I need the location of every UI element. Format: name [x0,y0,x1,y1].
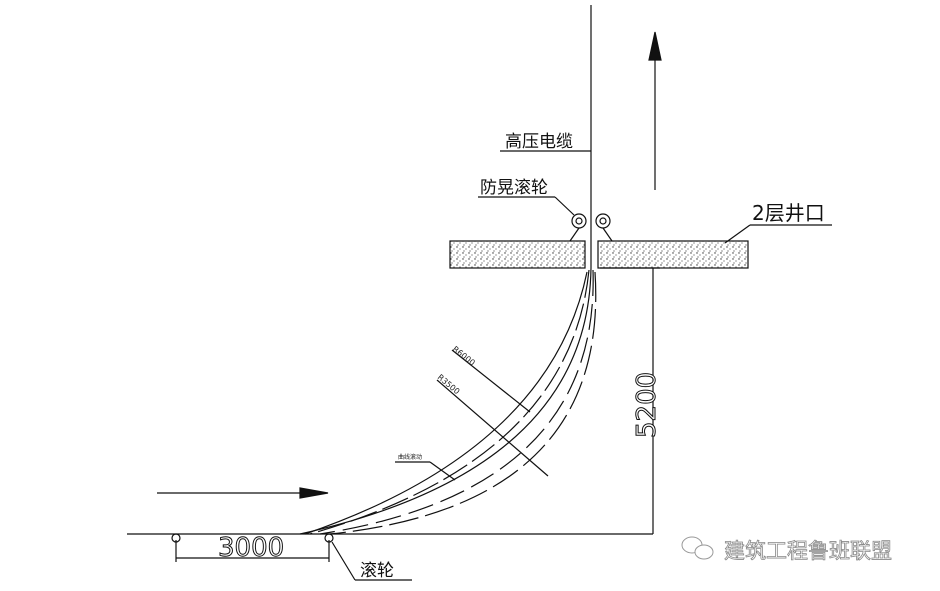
wechat-logo-icon [681,536,714,560]
roller-icon [171,533,181,543]
height-dimension: 5200 [632,372,662,438]
radius-inner-label: R3500 [436,373,462,397]
slab-left [449,240,586,269]
roller-icon [595,213,611,229]
slab-right [597,240,749,269]
anti-sway-roller-label: 防晃滚轮 [480,178,548,198]
roller-label: 滚轮 [360,561,394,581]
roller-icon [324,533,334,543]
shaft-opening-label: 2层井口 [752,201,825,225]
watermark: 建筑工程鲁班联盟 [724,539,892,563]
spacing-dimension: 3000 [218,533,284,563]
curve-note-label: 曲线滚动 [398,453,422,461]
cable-label: 高压电缆 [505,132,573,152]
roller-icon [571,213,587,229]
radius-outer-label: R6000 [451,344,477,367]
